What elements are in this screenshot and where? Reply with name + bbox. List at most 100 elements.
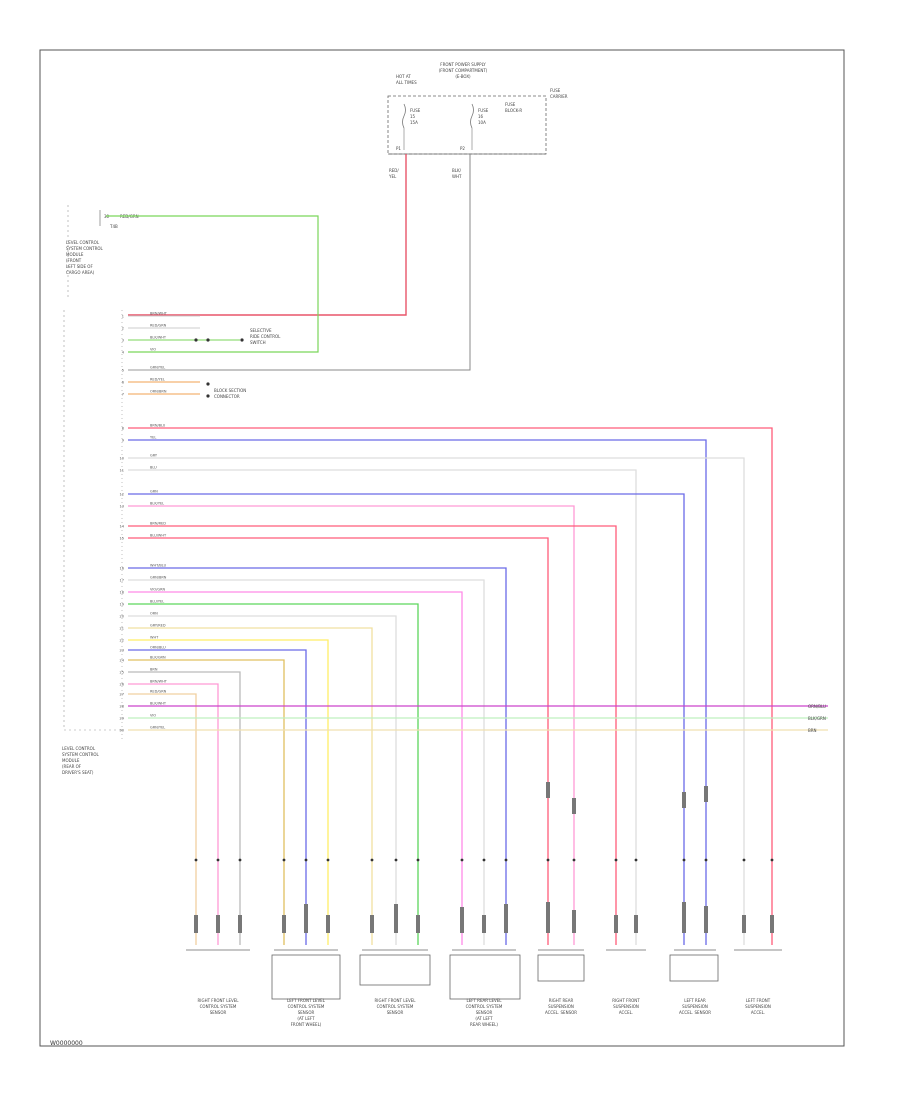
wire-color-label: VIO [150,348,156,352]
connector-terminal [704,915,708,933]
power-wire-b [128,154,471,371]
connector-pin [394,858,398,862]
wire-color-label: BLK/WHT [150,336,167,340]
component-label: (AT LEFT [297,1016,315,1021]
connector-terminal [216,915,220,933]
wire-run [128,693,197,945]
component-box [669,954,719,982]
component-label: SENSOR [210,1010,227,1015]
connector-pin [704,858,708,862]
wire-run [128,537,549,945]
fuse-right-1: FUSE [505,102,516,107]
wire-run [128,683,219,945]
pin-number: 29 [120,717,124,721]
component-label: SENSOR [476,1010,493,1015]
component-label: CONTROL SYSTEM [200,1004,237,1009]
connector-pin [572,858,576,862]
connector-terminal [546,915,550,933]
pin-number: 3 [122,339,124,343]
wire-color-label: BLK/GRN [150,656,166,660]
bus-label-2: CONNECTOR [214,394,240,399]
wire-color-label: BLU/WHT [150,534,167,538]
pin-number: 24 [120,659,125,663]
connector-terminal [326,915,330,933]
component-label: LEFT FRONT LEVEL [287,998,326,1003]
component-box [271,954,341,1000]
pin-number: 28 [120,705,124,709]
connector-terminal [416,915,420,933]
pin-number: 2 [122,327,124,331]
connector-terminal [304,915,308,933]
pin-number: 27 [120,693,124,697]
wire-run [128,439,707,945]
pin-number: 4 [122,351,125,355]
pin-number: 12 [120,493,124,497]
inline-connector [572,910,576,926]
pin-a-label: P1 [396,146,401,151]
splice-dot [206,394,210,398]
left-module-label-2: SYSTEM CONTROL [66,246,104,251]
pin-number: 7 [122,393,124,397]
connector-terminal [370,915,374,933]
pin-number: 19 [120,603,124,607]
diagram-border [39,49,845,1047]
wire-color-label: GRN/YEL [150,366,165,370]
inline-connector [460,907,464,923]
connector-terminal [282,915,286,933]
connector-pin [282,858,286,862]
connector-pin [546,858,550,862]
connector-pin [482,858,486,862]
wire-b-label-1: BLK/ [452,168,462,173]
pin-number: 8 [122,427,124,431]
fuse-a-2: 15 [410,114,416,119]
small-connector: 30 T4B RED/GRN LEVEL CONTROL SYSTEM CONT… [66,205,139,300]
wire-run [128,649,307,945]
wire-color-label: ORN/BLU [150,646,166,650]
main-module: LEVEL CONTROL SYSTEM CONTROL MODULE (REA… [62,310,123,775]
right-bus-label-3: BRN [808,728,817,733]
component-label: RIGHT FRONT LEVEL [375,998,417,1003]
pin-number: 20 [120,615,124,619]
left-module-label-3: MODULE [66,252,84,257]
wire-color-label: GRN [150,490,158,494]
wire-run [128,505,575,945]
connector-terminal [482,915,486,933]
pin-number: 15 [120,537,124,541]
connector-pin [216,858,220,862]
connector-pin [742,858,746,862]
connector-pin [238,858,242,862]
component-box [359,954,431,986]
wire-color-label: BRN/RED [150,522,166,526]
wire-color-label: GRY/RED [150,624,166,628]
inline-connector [704,906,708,922]
connector-terminal [238,915,242,933]
component-label: REAR WHEEL) [470,1022,498,1027]
left-module-label-4: (FRONT [66,258,82,263]
pin-number: 11 [120,469,124,473]
wire-run [128,627,373,945]
fuse-b-3: 10A [478,120,486,125]
splice-label-3: SWITCH [250,340,266,345]
connector-pin [634,858,638,862]
inline-connector [394,904,398,920]
component-label: SUSPENSION [745,1004,771,1009]
right-bus-label-1: ORN/BLU [808,704,826,709]
wire-color-label: GRN/BRN [150,576,167,580]
pin-number: 18 [120,591,124,595]
connector-pin [194,858,198,862]
main-module-label-2: SYSTEM CONTROL [62,752,100,757]
wire-run [128,639,329,945]
wire-color-label: ORN/BRN [150,390,167,394]
wire-run [128,469,637,945]
splice-dot [206,338,210,342]
wire-color-label: GRN/YEL [150,726,165,730]
main-module-label-1: LEVEL CONTROL [62,746,96,751]
pin-number: 9 [122,439,124,443]
connector-terminal [682,915,686,933]
wire-run [128,525,617,945]
connector-pin [370,858,374,862]
pin-number: 17 [120,579,124,583]
wire-color-label: BRN/WHT [150,312,168,316]
wire-color-label: BLU [150,466,157,470]
